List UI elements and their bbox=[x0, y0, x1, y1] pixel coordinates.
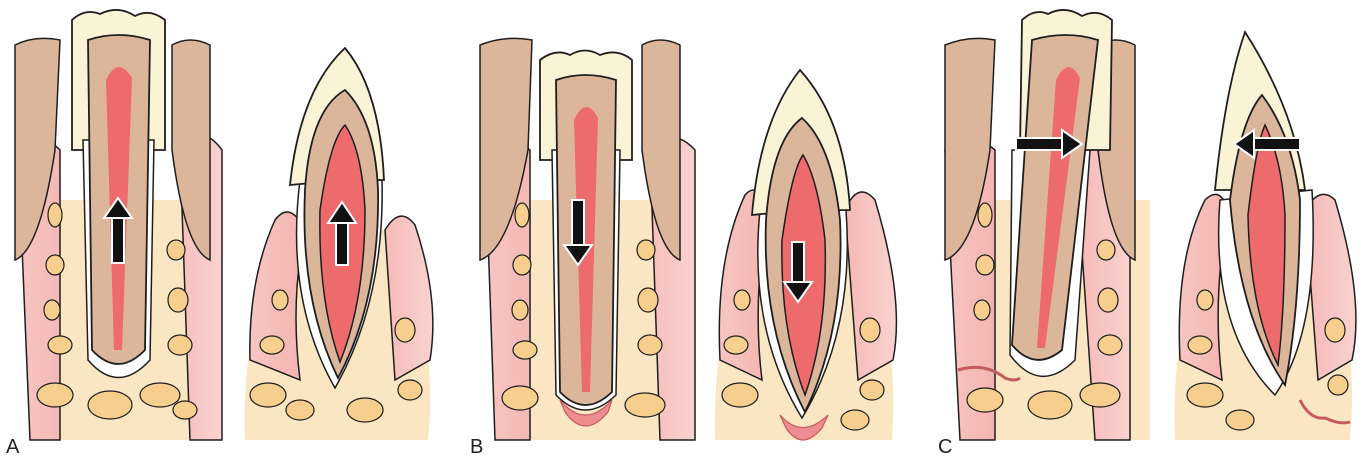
panel-label-b: B bbox=[470, 436, 483, 459]
tooth-front-view-c bbox=[945, 10, 1150, 440]
tooth-front-view-b bbox=[480, 38, 695, 440]
panel-b bbox=[480, 38, 896, 440]
panel-label-a: A bbox=[6, 436, 19, 459]
tooth-side-view-c bbox=[1174, 32, 1355, 440]
panel-c bbox=[945, 10, 1356, 440]
panel-label-c: C bbox=[938, 436, 952, 459]
panel-a bbox=[15, 10, 433, 440]
tooth-side-view-b bbox=[715, 70, 897, 440]
